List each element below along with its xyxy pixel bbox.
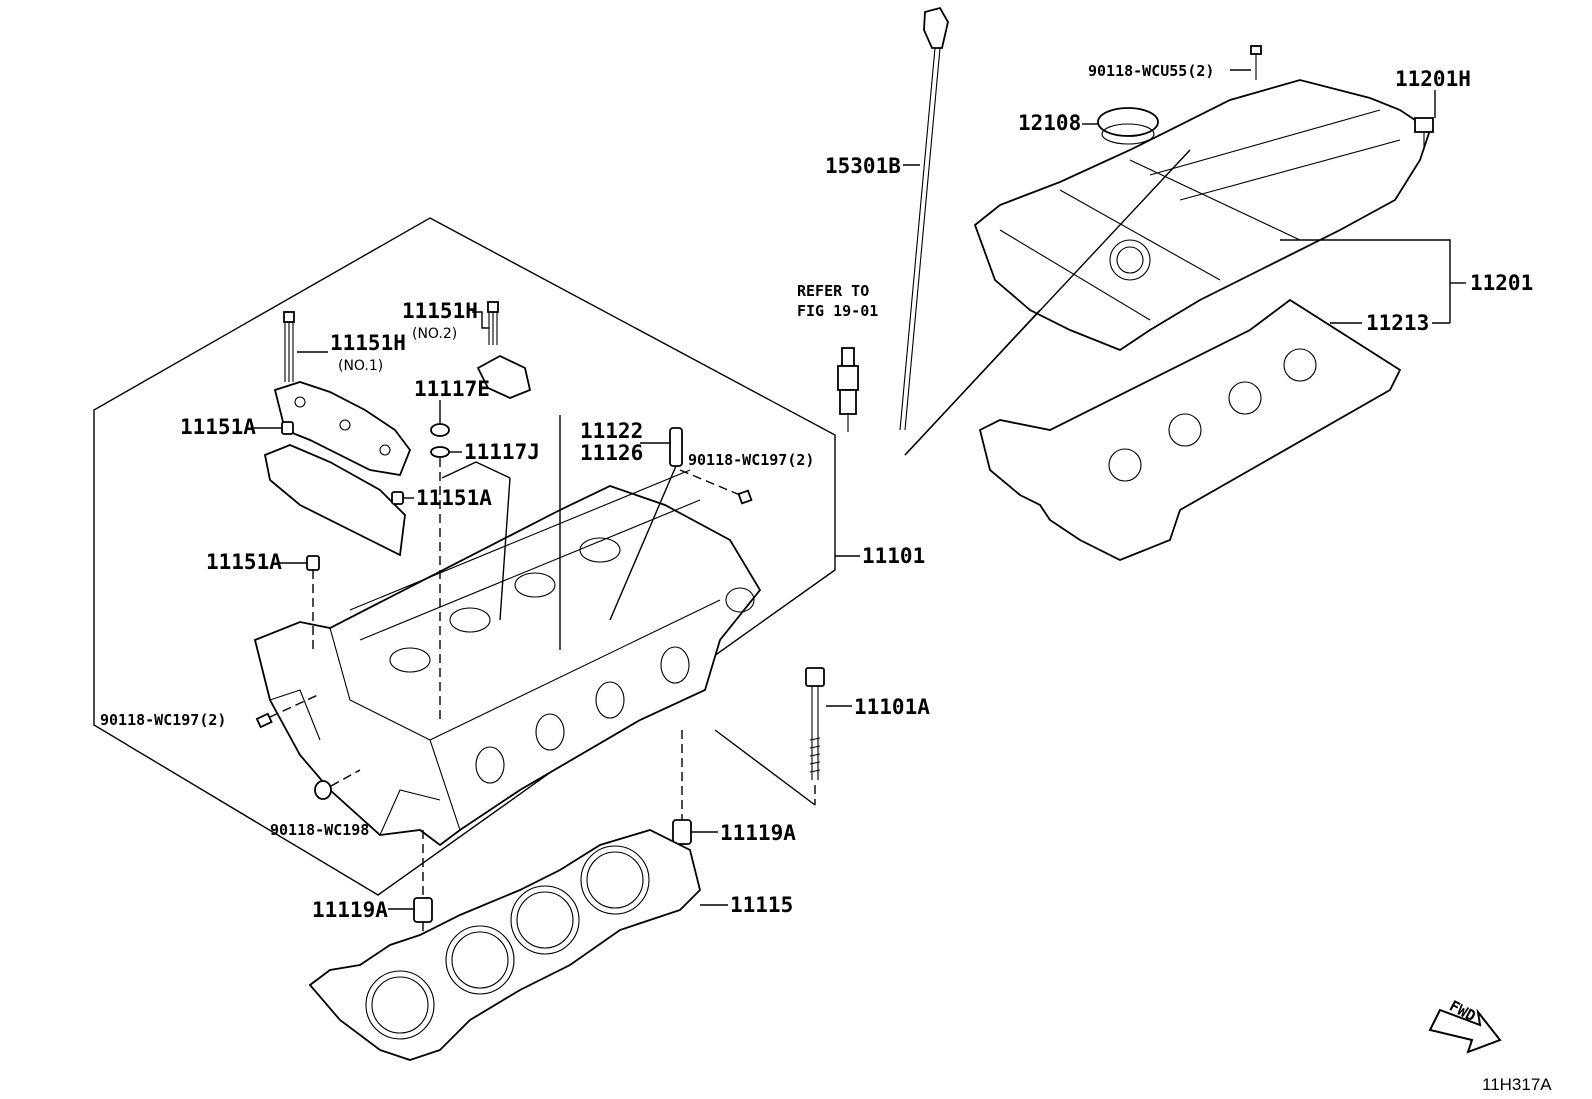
head-gasket[interactable] bbox=[308, 829, 701, 1061]
label-11117E[interactable]: 11117E bbox=[414, 377, 490, 401]
label-11119A-right[interactable]: 11119A bbox=[720, 821, 796, 845]
label-11151A-3[interactable]: 11151A bbox=[206, 550, 282, 574]
plug-90118-WC198[interactable] bbox=[314, 780, 332, 800]
label-11115[interactable]: 11115 bbox=[730, 893, 793, 917]
bolt-90118-WCU55[interactable] bbox=[1250, 45, 1262, 80]
label-11151A-2[interactable]: 11151A bbox=[416, 486, 492, 510]
label-90118-WC197-right[interactable]: 90118-WC197(2) bbox=[688, 451, 814, 469]
assembly-outline bbox=[93, 217, 836, 896]
label-90118-WCU55[interactable]: 90118-WCU55(2) bbox=[1088, 62, 1214, 80]
label-11151H-no1[interactable]: 11151H bbox=[330, 331, 406, 355]
cylinder-head[interactable] bbox=[253, 469, 762, 847]
plug-90118-WC197-left[interactable] bbox=[255, 712, 273, 729]
label-15301B[interactable]: 15301B bbox=[825, 154, 901, 178]
label-11151A-1[interactable]: 11151A bbox=[180, 415, 256, 439]
label-11151H-no2[interactable]: 11151H bbox=[402, 299, 478, 323]
label-no2: (NO.2) bbox=[412, 326, 457, 342]
dowel-11151A-1[interactable] bbox=[281, 421, 294, 435]
tube-11122[interactable] bbox=[669, 427, 683, 467]
label-11126[interactable]: 11126 bbox=[580, 441, 643, 465]
figure-code: 11H317A bbox=[1482, 1075, 1552, 1094]
label-11119A-left[interactable]: 11119A bbox=[312, 898, 388, 922]
dipstick[interactable] bbox=[899, 6, 949, 431]
camshaft-bearing-cap-no2[interactable] bbox=[476, 354, 532, 399]
label-11122[interactable]: 11122 bbox=[580, 419, 643, 443]
label-90118-WC197-left[interactable]: 90118-WC197(2) bbox=[100, 711, 226, 729]
bolt-11151H-no2[interactable] bbox=[487, 301, 499, 345]
label-11201H[interactable]: 11201H bbox=[1395, 67, 1471, 91]
label-11201[interactable]: 11201 bbox=[1470, 271, 1533, 295]
camshaft-bearing-cap-no1[interactable] bbox=[263, 381, 412, 557]
label-no1: (NO.1) bbox=[338, 358, 383, 374]
label-11213[interactable]: 11213 bbox=[1366, 311, 1429, 335]
label-90118-WC198[interactable]: 90118-WC198 bbox=[270, 821, 369, 839]
plug-11117E[interactable] bbox=[430, 423, 450, 437]
label-11117J[interactable]: 11117J bbox=[464, 440, 540, 464]
refer-line2[interactable]: FIG 19-01 bbox=[797, 302, 878, 320]
label-11101A[interactable]: 11101A bbox=[854, 695, 930, 719]
spark-plug[interactable] bbox=[837, 347, 859, 432]
valve-cover-gasket[interactable] bbox=[978, 298, 1402, 561]
label-12108[interactable]: 12108 bbox=[1018, 111, 1081, 135]
dowel-11151A-2[interactable] bbox=[391, 491, 404, 505]
bolt-11151H-no1[interactable] bbox=[283, 311, 295, 382]
plug-90118-WC197-right[interactable] bbox=[737, 489, 753, 505]
bolt-11201H[interactable] bbox=[1414, 117, 1434, 148]
ring-11117J[interactable] bbox=[430, 446, 450, 458]
head-bolt-11101A[interactable] bbox=[805, 667, 825, 780]
refer-line1: REFER TO bbox=[797, 282, 869, 300]
dowel-11151A-3[interactable] bbox=[306, 555, 320, 571]
dowel-11119A-right[interactable] bbox=[672, 819, 692, 845]
dowel-11119A-left[interactable] bbox=[413, 897, 433, 923]
fwd-arrow-icon bbox=[1428, 1008, 1502, 1054]
label-11101[interactable]: 11101 bbox=[862, 544, 925, 568]
oil-filler-cap[interactable] bbox=[1097, 107, 1159, 145]
valve-cover[interactable] bbox=[973, 79, 1432, 352]
